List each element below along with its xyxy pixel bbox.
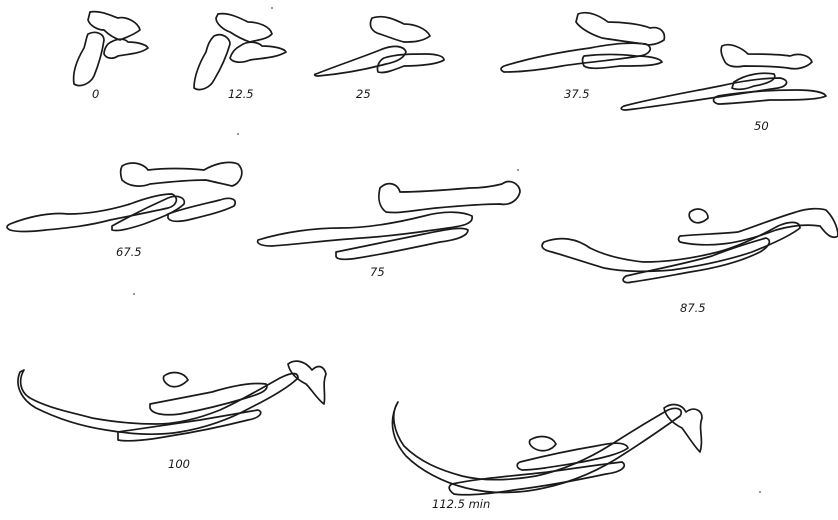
frame-label-67-5: 67.5 — [116, 245, 142, 259]
frame-12-5-outline — [194, 14, 286, 90]
frame-75-right-limb — [336, 228, 468, 259]
frame-100-outline — [18, 361, 326, 441]
frame-87-5-outline — [542, 209, 838, 283]
scan-speck — [271, 7, 273, 9]
frame-label-75: 75 — [370, 265, 385, 279]
frame-0-upper-blob — [88, 12, 140, 40]
frame-0-left-limb — [74, 32, 104, 85]
frame-67-5-outline — [7, 162, 242, 231]
frame-12-5-upper-blob — [216, 14, 272, 42]
frame-label-12-5: 12.5 — [228, 87, 254, 101]
frame-37-5-outline — [501, 13, 664, 72]
frame-67-5-right-limb — [168, 198, 235, 221]
frame-37-5-lower-limb — [501, 43, 650, 72]
frame-label-0: 0 — [92, 87, 99, 101]
frame-50-outline — [621, 45, 826, 110]
frame-25-lower-limb — [315, 46, 406, 76]
frame-87-5-long-limb — [542, 222, 800, 271]
frame-50-lower-limb — [621, 78, 786, 110]
frame-100-satellite — [163, 373, 188, 387]
frame-100-middle-limb — [150, 383, 267, 414]
frame-50-branch — [732, 73, 775, 89]
frame-label-50: 50 — [754, 119, 769, 133]
scan-speck — [641, 43, 643, 45]
frame-67-5-upper-blob — [121, 162, 242, 186]
frame-75-lower-limb — [258, 212, 473, 246]
frame-37-5-upper-blob — [576, 13, 664, 45]
frame-50-right-limb — [714, 90, 827, 104]
frame-0-outline — [74, 12, 148, 86]
frame-100-lower-limb — [118, 410, 261, 441]
scan-speck — [237, 133, 239, 135]
frame-112-5-satellite — [529, 437, 556, 451]
frame-67-5-lower-limb — [7, 194, 176, 232]
scan-speck — [133, 293, 135, 295]
frame-25-outline — [315, 17, 444, 76]
frame-50-upper-blob — [721, 45, 812, 69]
frame-87-5-satellite — [689, 209, 708, 223]
frame-0-right-limb — [104, 39, 148, 58]
frame-67-5-middle-limb — [112, 196, 184, 230]
frame-112-5-outline — [392, 402, 702, 495]
frame-112-5-long-arc — [392, 402, 681, 493]
frame-75-upper-blob — [379, 182, 520, 213]
frame-label-87-5: 87.5 — [680, 301, 706, 315]
frame-12-5-left-limb — [194, 35, 230, 90]
frame-label-37-5: 37.5 — [564, 87, 590, 101]
frame-label-25: 25 — [356, 87, 371, 101]
frame-label-112-5-min: 112.5 min — [432, 497, 490, 511]
frame-75-outline — [258, 182, 520, 260]
frame-112-5-right-blob — [664, 405, 702, 452]
scan-speck — [517, 169, 519, 171]
scan-speck — [759, 491, 761, 493]
frame-25-upper-blob — [370, 17, 430, 42]
frame-label-100: 100 — [168, 457, 190, 471]
frame-12-5-right-limb — [230, 42, 286, 62]
